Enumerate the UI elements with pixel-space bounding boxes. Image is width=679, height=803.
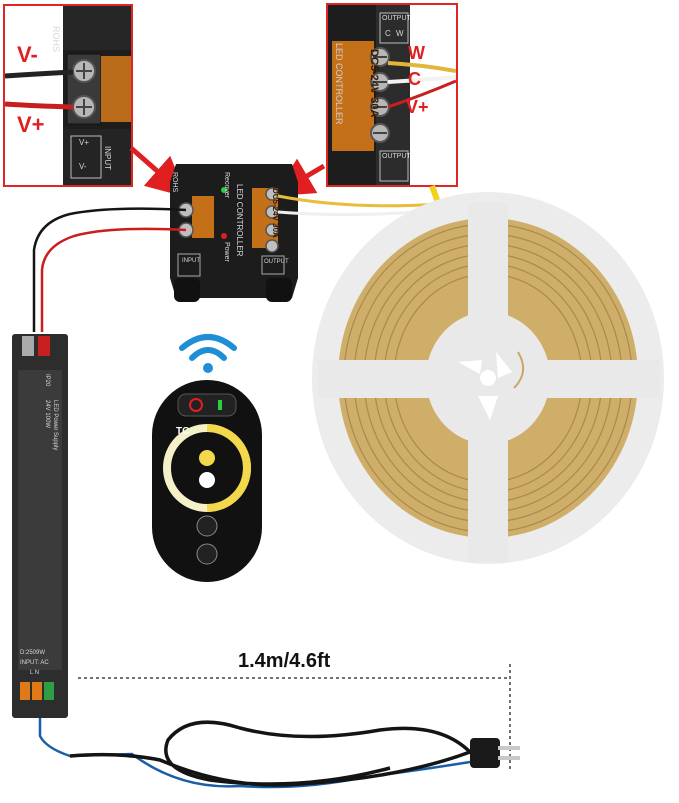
power-supply-name: LED Power Supply [52,400,58,451]
left-terminal-plus-text: V+ [79,138,90,147]
right-rating-text: DC5-24V 30A [368,49,380,118]
right-controller-text: LED CONTROLLER [334,43,344,125]
controller-name: LED CONTROLLER [235,184,244,257]
controller-power: Power [223,242,230,262]
right-output-text-bottom: OUTPUT [382,153,411,160]
right-term-w: W [396,29,404,38]
power-supply: LED Power Supply 24V 100W IP20 D:2509W I… [8,330,72,722]
controller-output: OUTPUT [264,259,289,265]
led-controller: ROHS Power Recover LED CONTROLLER DC5-24… [168,158,300,306]
power-supply-spec: 24V 100W [44,400,50,429]
right-inset-photo [328,5,456,185]
power-supply-input: INPUT: AC [20,660,49,666]
controller-rating: DC5-24V 30A [271,188,280,238]
cable-length-label: 1.4m/4.6ft [238,650,331,672]
controller-input: INPUT [182,258,200,264]
wifi-icon [179,334,237,373]
power-supply-ln: L N [30,670,40,676]
power-supply-model: D:2509W [20,650,46,656]
controller-body [170,164,298,302]
label-c: C [408,69,421,89]
controller-recover: Recover [223,172,230,199]
power-supply-body [12,334,68,718]
right-terminal-inset: W C V+ DC5-24V 30A LED CONTROLLER OUTPUT… [326,3,458,187]
right-output-text-top: OUTPUT [382,15,411,22]
left-terminal-minus-text: V- [79,162,87,171]
remote-body [152,380,262,582]
led-strip-reel [312,192,664,564]
ac-plug [470,738,520,768]
label-w: W [408,43,425,63]
label-v-plus-right: V+ [406,97,429,117]
left-rohs-text: ROHS [51,26,61,53]
right-term-c: C [385,29,391,38]
remote-brand: TC [176,426,190,437]
label-v-plus: V+ [17,112,45,137]
left-input-text: INPUT [103,146,112,170]
left-inset-photo [5,6,131,185]
left-terminal-inset: V- V+ ROHS INPUT V+ V- [3,4,133,187]
power-supply-ip: IP20 [44,374,50,387]
label-v-minus: V- [17,42,38,67]
left-arrow [129,146,188,198]
remote-control: TC [150,378,264,584]
controller-rohs: ROHS [171,172,178,193]
